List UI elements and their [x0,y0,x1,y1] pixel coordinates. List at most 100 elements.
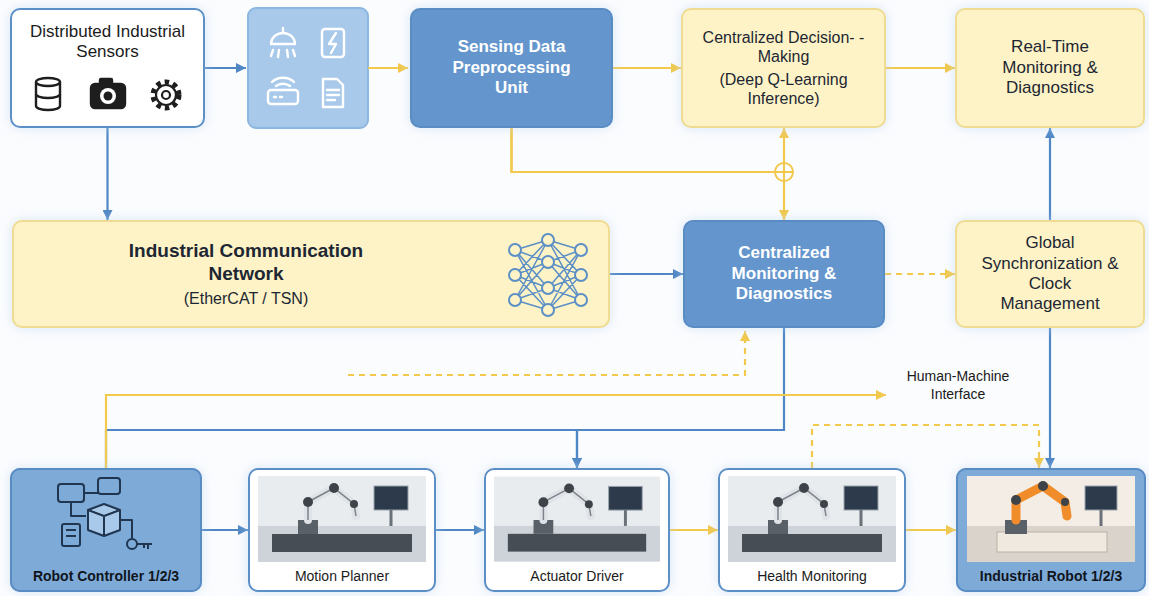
module-box: Actuator Driver [484,468,670,592]
icon-panel [323,79,343,107]
node-title: Robot Controller 1/2/3 [33,568,179,585]
flow-connector [885,273,955,275]
interface-label: Human-Machine Interface [896,368,1020,403]
monitor-box: Centralized Monitoring & Diagnostics [683,220,885,328]
node-title: Distributed Industrial Sensors [22,22,193,63]
junction-symbol [775,163,793,181]
flow-connector [1049,328,1051,468]
neural-net-icon [575,294,587,306]
controller-icon [98,478,120,494]
decision-box: Centralized Decision- -Making (Deep Q-Lea… [681,8,886,128]
flow-arrow [205,67,246,69]
icon-panel [282,28,284,33]
node-title: Motion Planner [295,568,389,585]
module-box: Motion Planner [248,468,436,592]
controller-icon [88,510,120,536]
icon-panel [322,29,344,57]
neural-net-icon [542,304,554,316]
icon-panel [272,78,294,86]
flow-arrow [368,67,408,69]
panel-fill [718,468,906,592]
icon-panel [271,33,295,44]
module-box: Health Monitoring [718,468,906,592]
neural-net-icon [515,240,581,310]
controller-icon [120,520,132,538]
flow-connector [512,128,785,220]
node-subtitle: (EtherCAT / TSN) [184,289,308,308]
connector-group [106,68,1050,530]
sensor-icons [153,82,179,108]
sensor-icons [36,78,179,110]
controller-icon [71,502,86,516]
flow-connector [1049,128,1051,220]
neural-net-icon [542,256,554,268]
icon-panel [248,8,368,128]
node-title: Actuator Driver [530,568,623,585]
panel-fill [10,8,1146,592]
node-title: Health Monitoring [757,568,867,585]
neural-net-icon [542,234,554,246]
icon-panel [329,33,336,53]
monitor-box: Real-Time Monitoring & Diagnostics [955,8,1145,128]
icon-panel [274,96,282,98]
controller-icon [58,484,84,502]
network-band: Industrial Communication Network (EtherCA… [12,220,610,328]
flow-connector [610,273,683,275]
robot-photo [967,476,1135,562]
robot-photo [728,476,896,562]
icon-panel [248,8,368,128]
node-subtitle: (Deep Q-Learning Inference) [695,70,872,108]
node-title: Centralized Decision- -Making [695,28,872,66]
flow-connector [613,67,681,69]
controller-icon [127,539,137,549]
neural-net-icon [575,244,587,256]
process-box: Sensing Data Preprocessing Unit [410,8,613,128]
flow-connector [512,128,785,172]
panel-fill [10,8,205,128]
neural-net-icon [542,282,554,294]
junction-symbol [775,163,793,181]
icon-panel [268,90,298,104]
node-title: Global Synchronization & Clock Managemen… [977,233,1123,315]
controller-icon [88,504,120,536]
neural-net-icon [509,234,587,316]
flow-connector [886,67,955,69]
flow-connector [670,529,718,531]
sensor-icons [36,78,60,86]
controller-icon [58,478,152,549]
node-title: Industrial Robot 1/2/3 [980,568,1122,585]
controller-icon [84,492,98,494]
flow-connector [106,128,108,220]
node-title: Industrial Communication Network [106,240,386,286]
flow-connector [106,430,577,468]
icon-panel [271,50,295,57]
flow-connector [577,328,784,468]
node-title: Sensing Data Preprocessing Unit [442,37,581,98]
sensor-icons [104,92,113,101]
panel-fill [956,468,1146,592]
neural-net-icon [575,269,587,281]
icon-panel [327,90,339,100]
node-title: Real-Time Monitoring & Diagnostics [977,37,1123,98]
sensor-icons [156,85,176,105]
icon-panel [268,28,344,107]
neural-net-icon [509,234,587,316]
robot-photo [258,476,1135,562]
flow-connector [202,529,248,531]
flow-arrow [106,395,886,468]
robot-photo [494,477,660,562]
sensor-icons [36,82,60,110]
sensor-box: Distributed Industrial Sensors [10,8,205,128]
controller-icon [137,544,152,549]
junction-symbol [775,163,793,181]
sensor-icons [100,88,116,104]
panel-fill [484,468,670,592]
controller-icon [66,530,76,536]
flow-connector [812,425,1039,468]
panel-fill [12,220,610,328]
node-title: Centralized Monitoring & Diagnostics [705,243,863,304]
sensor-icons [100,79,112,85]
flow-arrow [106,68,886,468]
robot-box: Industrial Robot 1/2/3 [956,468,1146,592]
